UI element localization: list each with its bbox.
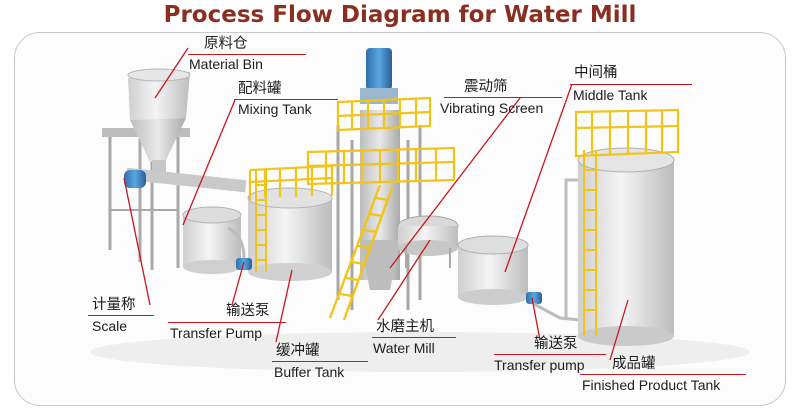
vibrating-screen-label-cn: 震动筛 xyxy=(464,79,508,95)
vibrating-screen-label-en: Vibrating Screen xyxy=(440,100,544,116)
finished-product-tank xyxy=(564,108,680,346)
finished-product-tank-label-en: Finished Product Tank xyxy=(582,377,721,393)
finished-product-tank-underline xyxy=(580,374,746,375)
leader-lines xyxy=(123,47,629,361)
transfer-pump-2-label-cn: 输送泵 xyxy=(534,336,578,352)
finished-ladder xyxy=(583,150,597,336)
diagram-title: Process Flow Diagram for Water Mill xyxy=(163,2,637,28)
mixing-tank-label-en: Mixing Tank xyxy=(238,101,312,117)
buffer-tank-label-cn: 缓冲罐 xyxy=(276,343,320,359)
finished-railing xyxy=(574,108,680,158)
water-mill-label-en: Water Mill xyxy=(373,340,435,356)
water-mill-label-cn: 水磨主机 xyxy=(376,319,434,335)
mill-railing-mid xyxy=(306,146,456,186)
water-mill xyxy=(306,48,456,321)
water-mill-underline xyxy=(372,337,456,338)
buffer-tank-label-en: Buffer Tank xyxy=(274,364,345,380)
mill-railing-top xyxy=(336,96,432,132)
transfer-pump-1-label-en: Transfer Pump xyxy=(170,325,263,341)
transfer-pump-1-underline xyxy=(168,322,286,323)
material-bin-label-en: Material Bin xyxy=(189,56,263,72)
finished-product-tank-label-cn: 成品罐 xyxy=(612,356,656,372)
vibrating-screen-underline xyxy=(444,97,562,98)
mixing-tank-underline xyxy=(234,99,338,100)
scale xyxy=(124,167,247,193)
mill-stairs xyxy=(328,184,394,321)
floor-shadow xyxy=(90,332,750,372)
material-bin-underline xyxy=(188,54,306,55)
middle-tank-underline xyxy=(570,84,692,85)
middle-tank xyxy=(457,235,529,305)
material-bin xyxy=(102,68,191,270)
mill-motor xyxy=(366,48,392,90)
buffer-tank xyxy=(247,164,334,281)
mixing-tank-label-cn: 配料罐 xyxy=(238,81,282,97)
transfer-pump-2-label-en: Transfer pump xyxy=(494,357,585,373)
scale-underline xyxy=(88,315,154,316)
middle-tank-label-en: Middle Tank xyxy=(573,87,648,103)
transfer-pump-1-label-cn: 输送泵 xyxy=(226,303,270,319)
transfer-pump-2-underline xyxy=(494,354,606,355)
buffer-tank-underline xyxy=(272,361,368,362)
scale-label-en: Scale xyxy=(92,318,128,334)
buffer-ladder xyxy=(255,170,267,272)
mixing-tank xyxy=(182,206,242,274)
material-bin-label-cn: 原料仓 xyxy=(204,36,248,52)
middle-tank-label-cn: 中间桶 xyxy=(574,65,618,81)
scale-label-cn: 计量称 xyxy=(92,297,136,313)
vibrating-screen xyxy=(397,215,459,268)
